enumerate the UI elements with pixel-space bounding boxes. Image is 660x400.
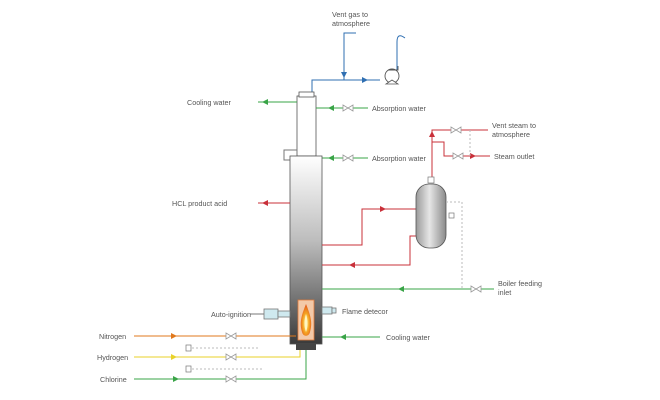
label-cooling-water-top: Cooling water (187, 98, 232, 107)
arrow-icon (362, 77, 368, 83)
arrow-icon (398, 286, 404, 292)
label-auto-ignition: Auto-ignition (211, 310, 251, 319)
valve-icon (342, 154, 354, 162)
nitrogen-line (134, 332, 296, 340)
steam-circuit (322, 126, 490, 268)
valve-icon (450, 126, 462, 134)
absorption-water-line-2 (316, 154, 368, 162)
steam-drum (415, 176, 463, 290)
hydrogen-line (134, 344, 301, 361)
arrow-icon (470, 153, 476, 159)
label-vent-steam-1: Vent steam to (492, 121, 536, 130)
cooling-water-bottom-line (322, 334, 380, 340)
arrow-icon (171, 333, 177, 339)
hcl-product-acid-line (258, 200, 290, 206)
valve-icon (225, 332, 237, 340)
label-hcl-product-acid: HCL product acid (172, 199, 227, 208)
valve-icon (470, 285, 482, 293)
valve-icon (225, 375, 237, 383)
valve-icon (452, 152, 464, 160)
steam-drum-icon (415, 183, 447, 249)
label-nitrogen: Nitrogen (99, 332, 126, 341)
pump (384, 66, 400, 85)
label-absorption-water-2: Absorption water (372, 154, 427, 163)
label-vent-steam-2: atmosphere (492, 130, 530, 139)
valve-icon (225, 353, 237, 361)
arrow-icon (328, 105, 334, 111)
arrow-icon (340, 334, 346, 340)
arrow-icon (328, 155, 334, 161)
burner (297, 299, 315, 341)
arrow-icon (262, 99, 268, 105)
chlorine-line (134, 350, 307, 383)
arrow-icon (349, 262, 355, 268)
label-vent-gas-1: Vent gas to (332, 10, 368, 19)
label-vent-gas-2: atmosphere (332, 19, 370, 28)
arrow-icon (171, 354, 177, 360)
label-absorption-water-1: Absorption water (372, 104, 427, 113)
boiler-feed-line (322, 285, 494, 293)
label-chlorine: Chlorine (100, 375, 127, 384)
vent-gas-line (311, 32, 406, 95)
arrow-icon (173, 376, 179, 382)
label-boiler-feeding-1: Boiler feeding (498, 279, 542, 288)
valve-icon (342, 104, 354, 112)
arrow-icon (262, 200, 268, 206)
auto-ignition (250, 308, 291, 320)
absorption-column (296, 95, 317, 157)
arrow-icon (380, 206, 386, 212)
label-hydrogen: Hydrogen (97, 353, 128, 362)
arrow-icon (429, 131, 435, 137)
absorption-water-line-1 (316, 104, 368, 112)
arrow-icon (341, 72, 347, 78)
label-cooling-water-bottom: Cooling water (386, 333, 431, 342)
column-base (296, 344, 316, 350)
label-steam-outlet: Steam outlet (494, 152, 534, 161)
label-flame-detector: Flame detecor (342, 307, 389, 316)
flame-detector (321, 306, 337, 315)
column-top-cap (298, 91, 315, 98)
cooling-water-top-line (258, 99, 297, 105)
label-boiler-feeding-2: inlet (498, 288, 511, 297)
